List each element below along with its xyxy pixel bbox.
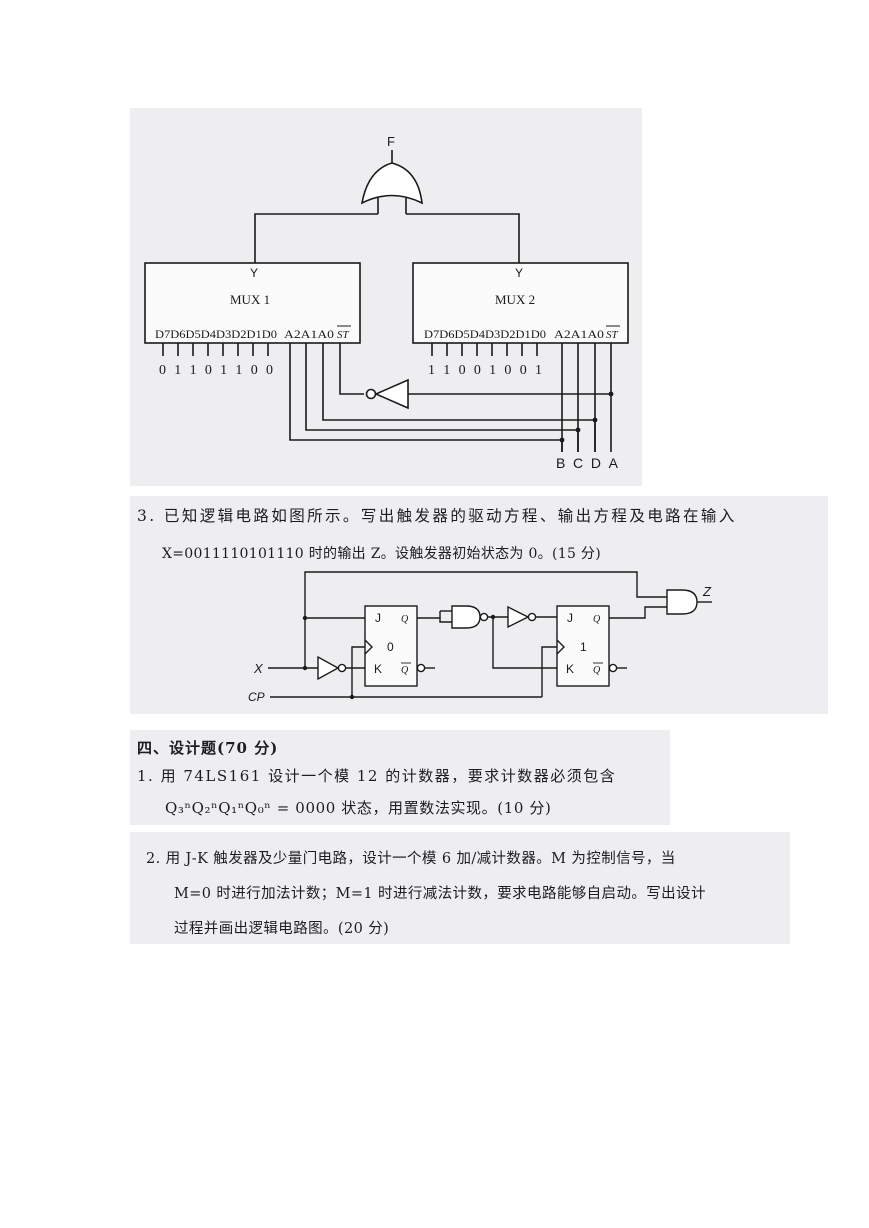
- section4-heading: 四、设计题(70 分): [137, 739, 279, 757]
- mux2-data-pins: D7D6D5D4D3D2D1D0: [424, 329, 546, 341]
- mux2-st-pin: ST: [606, 329, 619, 341]
- design-question2-line1: 2. 用 J-K 触发器及少量门电路，设计一个模 6 加/减计数器。M 为控制信…: [146, 851, 676, 867]
- ff1-j-label: J: [567, 611, 573, 625]
- mux-circuit-diagram: F Y MUX 1 D7D6D5D4D3D2D1D0 A2A1A0 ST 0 1…: [144, 134, 629, 471]
- design-question1-line2: Q₃ⁿQ₂ⁿQ₁ⁿQ₀ⁿ = 0000 状态，用置数法实现。(10 分): [165, 799, 552, 817]
- mux1-y-label: Y: [250, 266, 258, 280]
- output-f-label: F: [387, 134, 395, 149]
- ff0-q-label: Q: [401, 614, 409, 625]
- input-x-label: X: [253, 661, 264, 676]
- mux1-st-pin: ST: [337, 329, 350, 341]
- ff0-k-label: K: [374, 662, 382, 676]
- clock-cp-label: CP: [248, 690, 265, 704]
- ff1-k-label: K: [566, 662, 574, 676]
- ff1-qbar-label: Q: [593, 665, 601, 676]
- mux1-address-pins: A2A1A0: [284, 329, 334, 341]
- mux1-title: MUX 1: [230, 292, 270, 307]
- mux1-data-pins: D7D6D5D4D3D2D1D0: [155, 329, 277, 341]
- mux2-address-pins: A2A1A0: [554, 329, 604, 341]
- design-question2-line3: 过程并画出逻辑电路图。(20 分): [174, 921, 390, 937]
- question3-scan-area: [130, 496, 828, 714]
- ff0-qbar-label: Q: [401, 665, 409, 676]
- jk-flipflop-circuit-diagram: J K 0 Q Q J K 1 Q Q X CP Z: [248, 571, 712, 704]
- question3-line2: X=0011110101110 时的输出 Z。设触发器初始状态为 0。(15 分…: [162, 546, 601, 562]
- ff0-j-label: J: [375, 611, 381, 625]
- design-question1-line1: 1. 用 74LS161 设计一个模 12 的计数器，要求计数器必须包含: [137, 767, 617, 785]
- mux2-title: MUX 2: [495, 292, 535, 307]
- output-z-label: Z: [702, 584, 712, 599]
- ff1-q-label: Q: [593, 614, 601, 625]
- section4-scan-area: [130, 730, 670, 825]
- ff0-number: 0: [387, 640, 394, 654]
- question3-line1: 3. 已知逻辑电路如图所示。写出触发器的驱动方程、输出方程及电路在输入: [137, 507, 737, 525]
- ff1-number: 1: [580, 640, 587, 654]
- question2-scan-area: [130, 832, 790, 944]
- design-question2-line2: M=0 时进行加法计数；M=1 时进行减法计数，要求电路能够自启动。写出设计: [174, 886, 706, 902]
- mux2-y-label: Y: [515, 266, 523, 280]
